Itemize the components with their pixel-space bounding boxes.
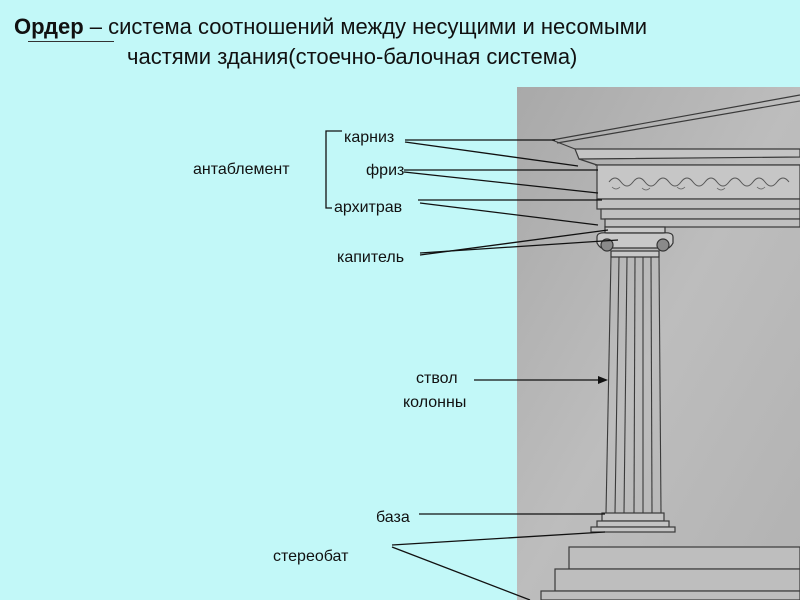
label-cornice: карниз [344, 129, 395, 146]
slide-title: Ордер – система соотношений между несущи… [14, 12, 794, 72]
label-stylobate: стереобат [273, 548, 349, 565]
frieze [596, 164, 800, 200]
title-line-1: Ордер – система соотношений между несущи… [14, 12, 794, 42]
label-frieze: фриз [366, 162, 405, 179]
label-shaft-line2: колонны [403, 394, 467, 411]
label-shaft-line1: ствол [416, 370, 458, 387]
label-capital: капитель [337, 249, 405, 266]
label-base: база [376, 509, 410, 526]
stylobate-steps [540, 546, 800, 600]
label-entablature: антаблемент [193, 161, 290, 178]
title-term: Ордер [14, 14, 84, 39]
entablature-bracket [325, 130, 342, 209]
title-definition: – система соотношений между несущими и н… [83, 14, 648, 39]
title-underline [28, 41, 114, 42]
title-line-2: частями здания(стоечно-балочная система) [127, 44, 578, 69]
column-shaft [605, 256, 662, 514]
stylobate-leader-2 [391, 546, 531, 600]
column-drawing [517, 87, 800, 600]
column-base [590, 512, 676, 533]
architrave [596, 198, 800, 228]
label-architrave: архитрав [334, 199, 403, 216]
